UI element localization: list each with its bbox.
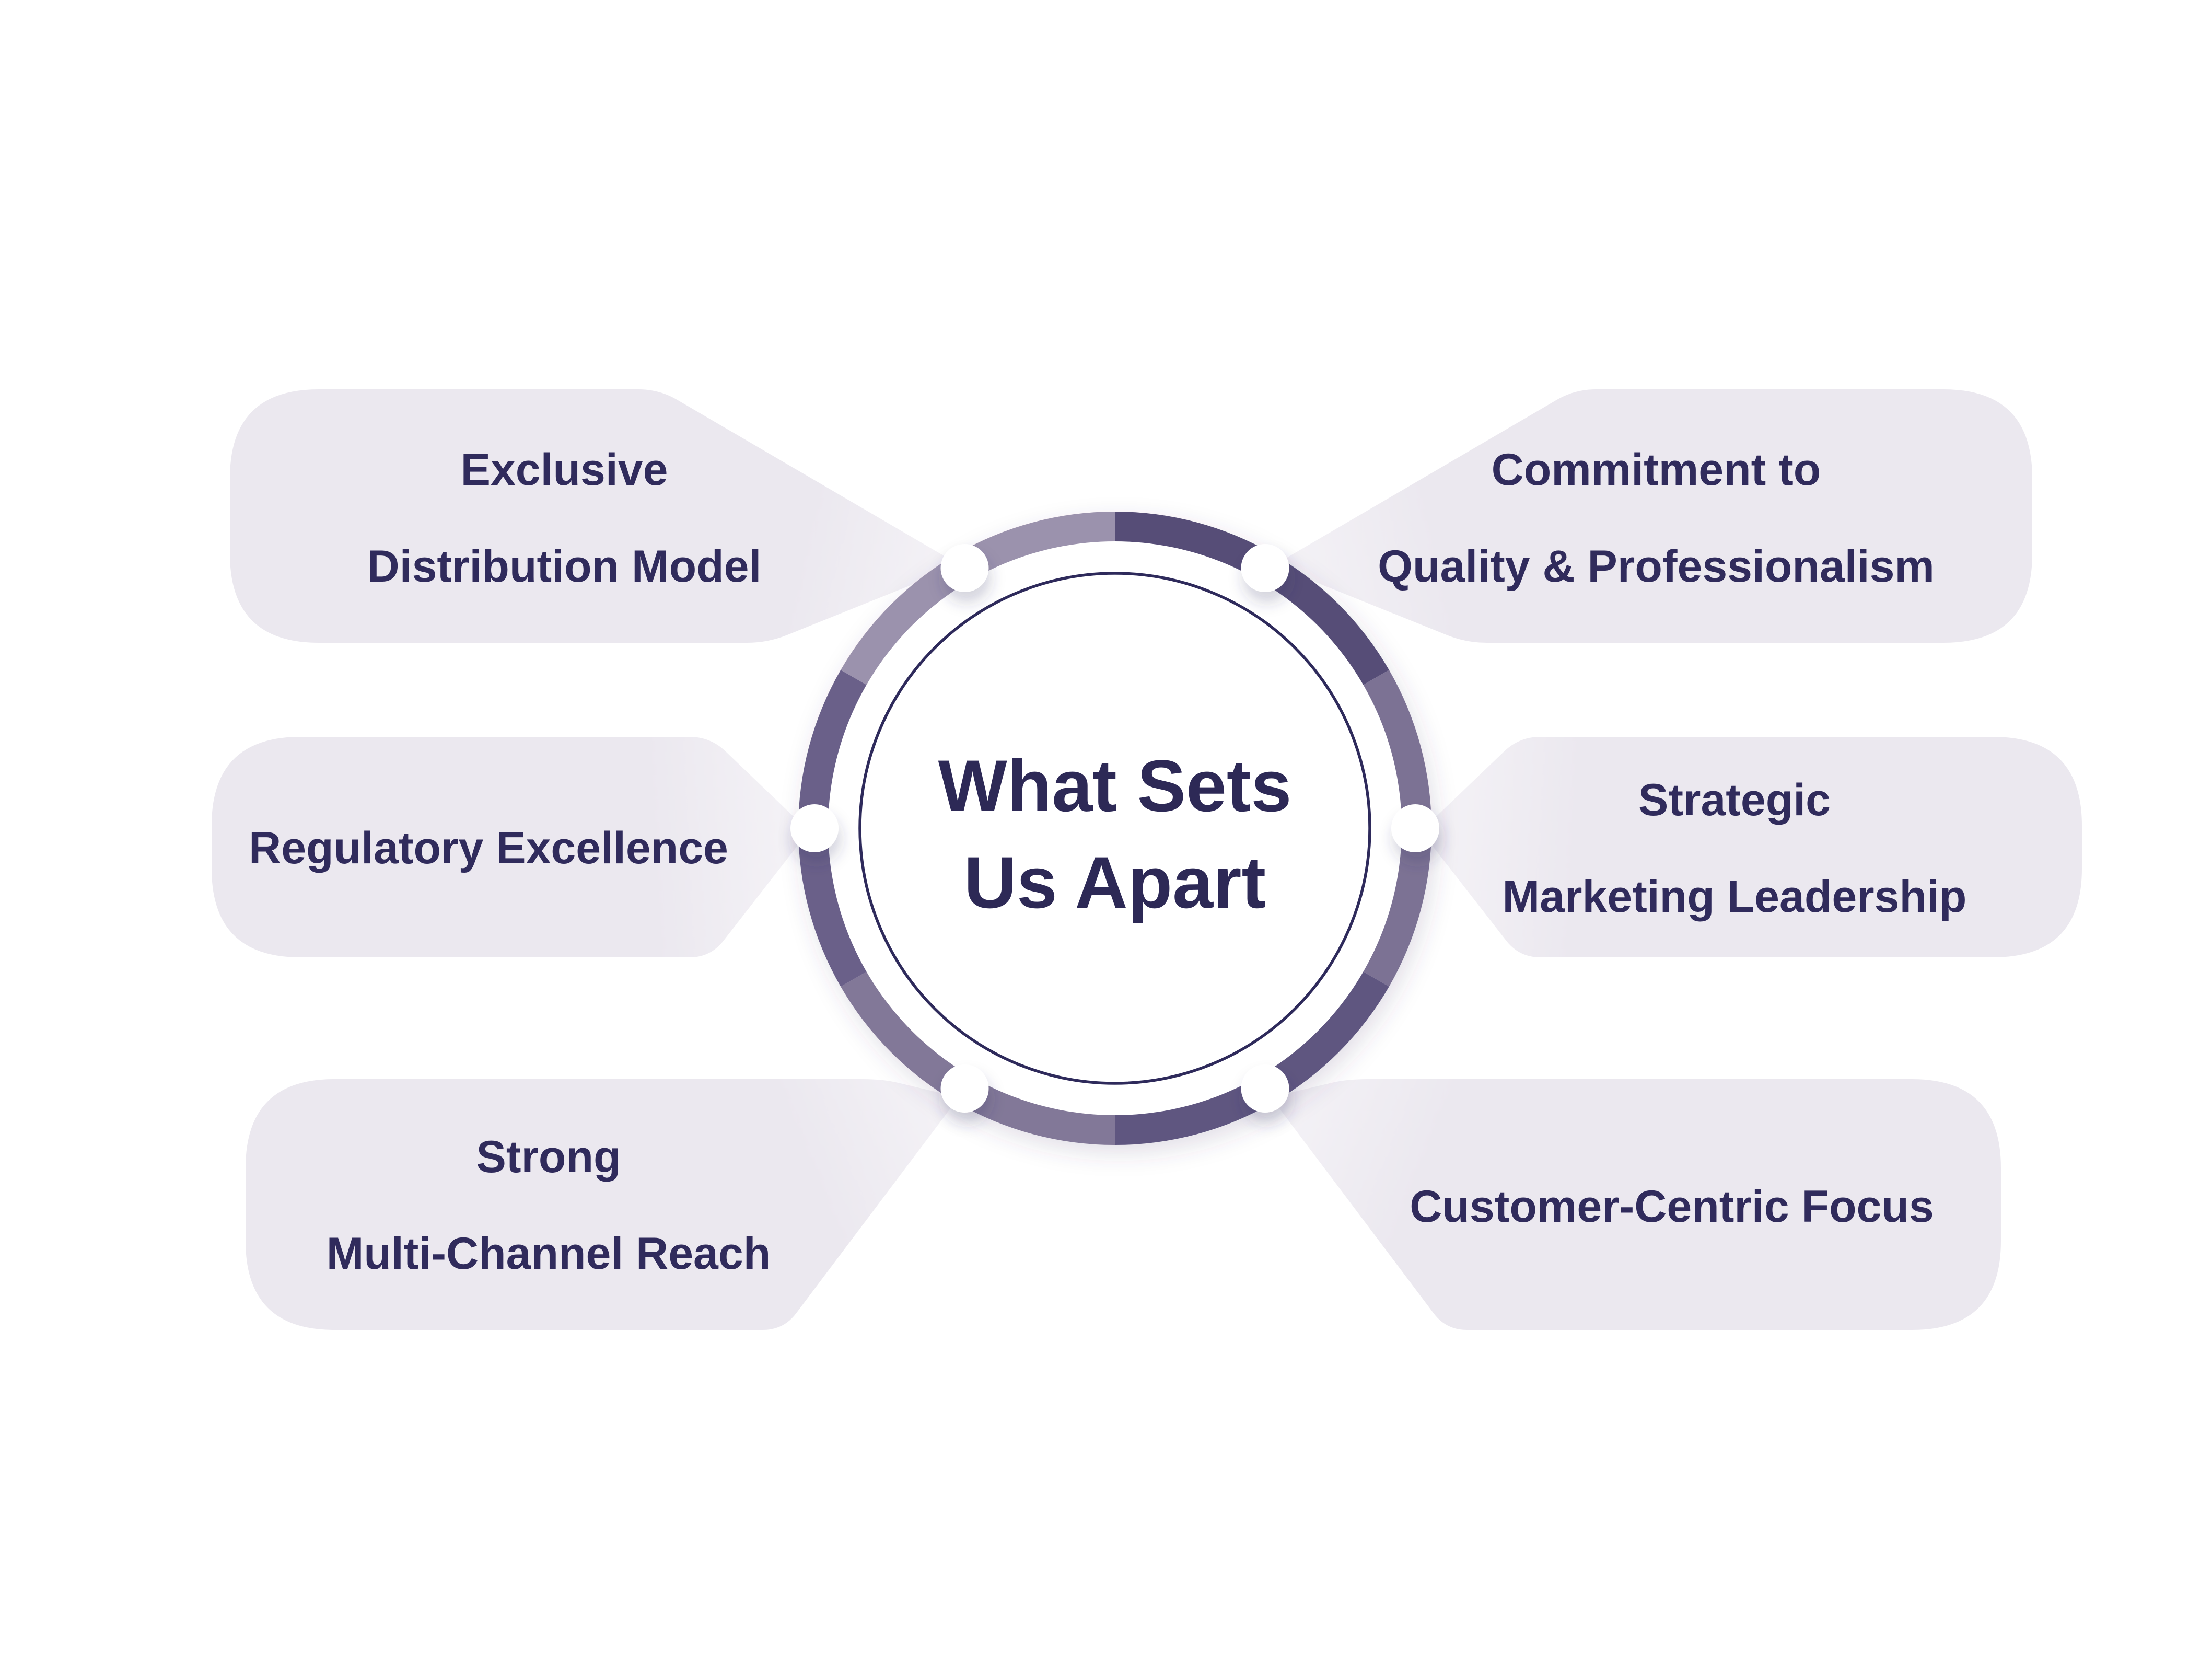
center-title: What Sets Us Apart: [938, 745, 1292, 923]
pill-label-line: Commitment to: [1492, 445, 1821, 495]
connector-dot-right: [1391, 804, 1439, 852]
pill-commitment-quality-professionalism: Commitment to Quality & Professionalism: [1279, 389, 2032, 643]
pill-label-line: Exclusive: [461, 445, 668, 495]
connector-dot-left: [790, 804, 839, 852]
pill-strong-multi-channel-reach: Strong Multi-Channel Reach: [246, 1079, 954, 1330]
pill-shape: [212, 737, 805, 957]
ring-segment-2: [1363, 670, 1431, 987]
pill-label-line: Regulatory Excellence: [249, 823, 728, 873]
connector-dots: [790, 544, 1439, 1113]
pill-shape: [230, 389, 954, 643]
ring-segment-5: [798, 670, 867, 987]
pill-label-line: Multi-Channel Reach: [327, 1229, 771, 1279]
ring-segment-6: [841, 512, 1115, 685]
pill-label-line: Strong: [476, 1132, 621, 1182]
pill-shape: [1279, 389, 2032, 643]
connector-dot-top-right: [1241, 544, 1289, 592]
pill-label-line: Quality & Professionalism: [1378, 541, 1935, 592]
connector-dot-top-left: [940, 544, 989, 592]
ring-segment-4: [841, 971, 1115, 1145]
center-title-line2: Us Apart: [964, 841, 1266, 923]
pill-group: Exclusive Distribution Model Commitment …: [212, 389, 2082, 1330]
pill-shape: [1425, 737, 2082, 957]
center-title-line1: What Sets: [938, 745, 1292, 827]
ring-segment-3: [1115, 971, 1389, 1145]
pill-label-line: Marketing Leadership: [1503, 872, 1967, 922]
pill-shape: [246, 1079, 954, 1330]
connector-dot-bottom-right: [1241, 1064, 1289, 1113]
ring-segment-1: [1115, 512, 1389, 685]
center-circle: [858, 572, 1371, 1085]
pill-exclusive-distribution-model: Exclusive Distribution Model: [230, 389, 954, 643]
pill-label-line: Customer-Centric Focus: [1410, 1182, 1934, 1232]
pill-regulatory-excellence: Regulatory Excellence: [212, 737, 805, 957]
pill-strategic-marketing-leadership: Strategic Marketing Leadership: [1425, 737, 2082, 957]
pill-shape: [1275, 1079, 2001, 1330]
pill-customer-centric-focus: Customer-Centric Focus: [1275, 1079, 2001, 1330]
pill-label-line: Distribution Model: [367, 541, 762, 592]
segmented-ring: [798, 512, 1431, 1145]
pill-label-line: Strategic: [1638, 775, 1831, 825]
connector-dot-bottom-left: [940, 1064, 989, 1113]
